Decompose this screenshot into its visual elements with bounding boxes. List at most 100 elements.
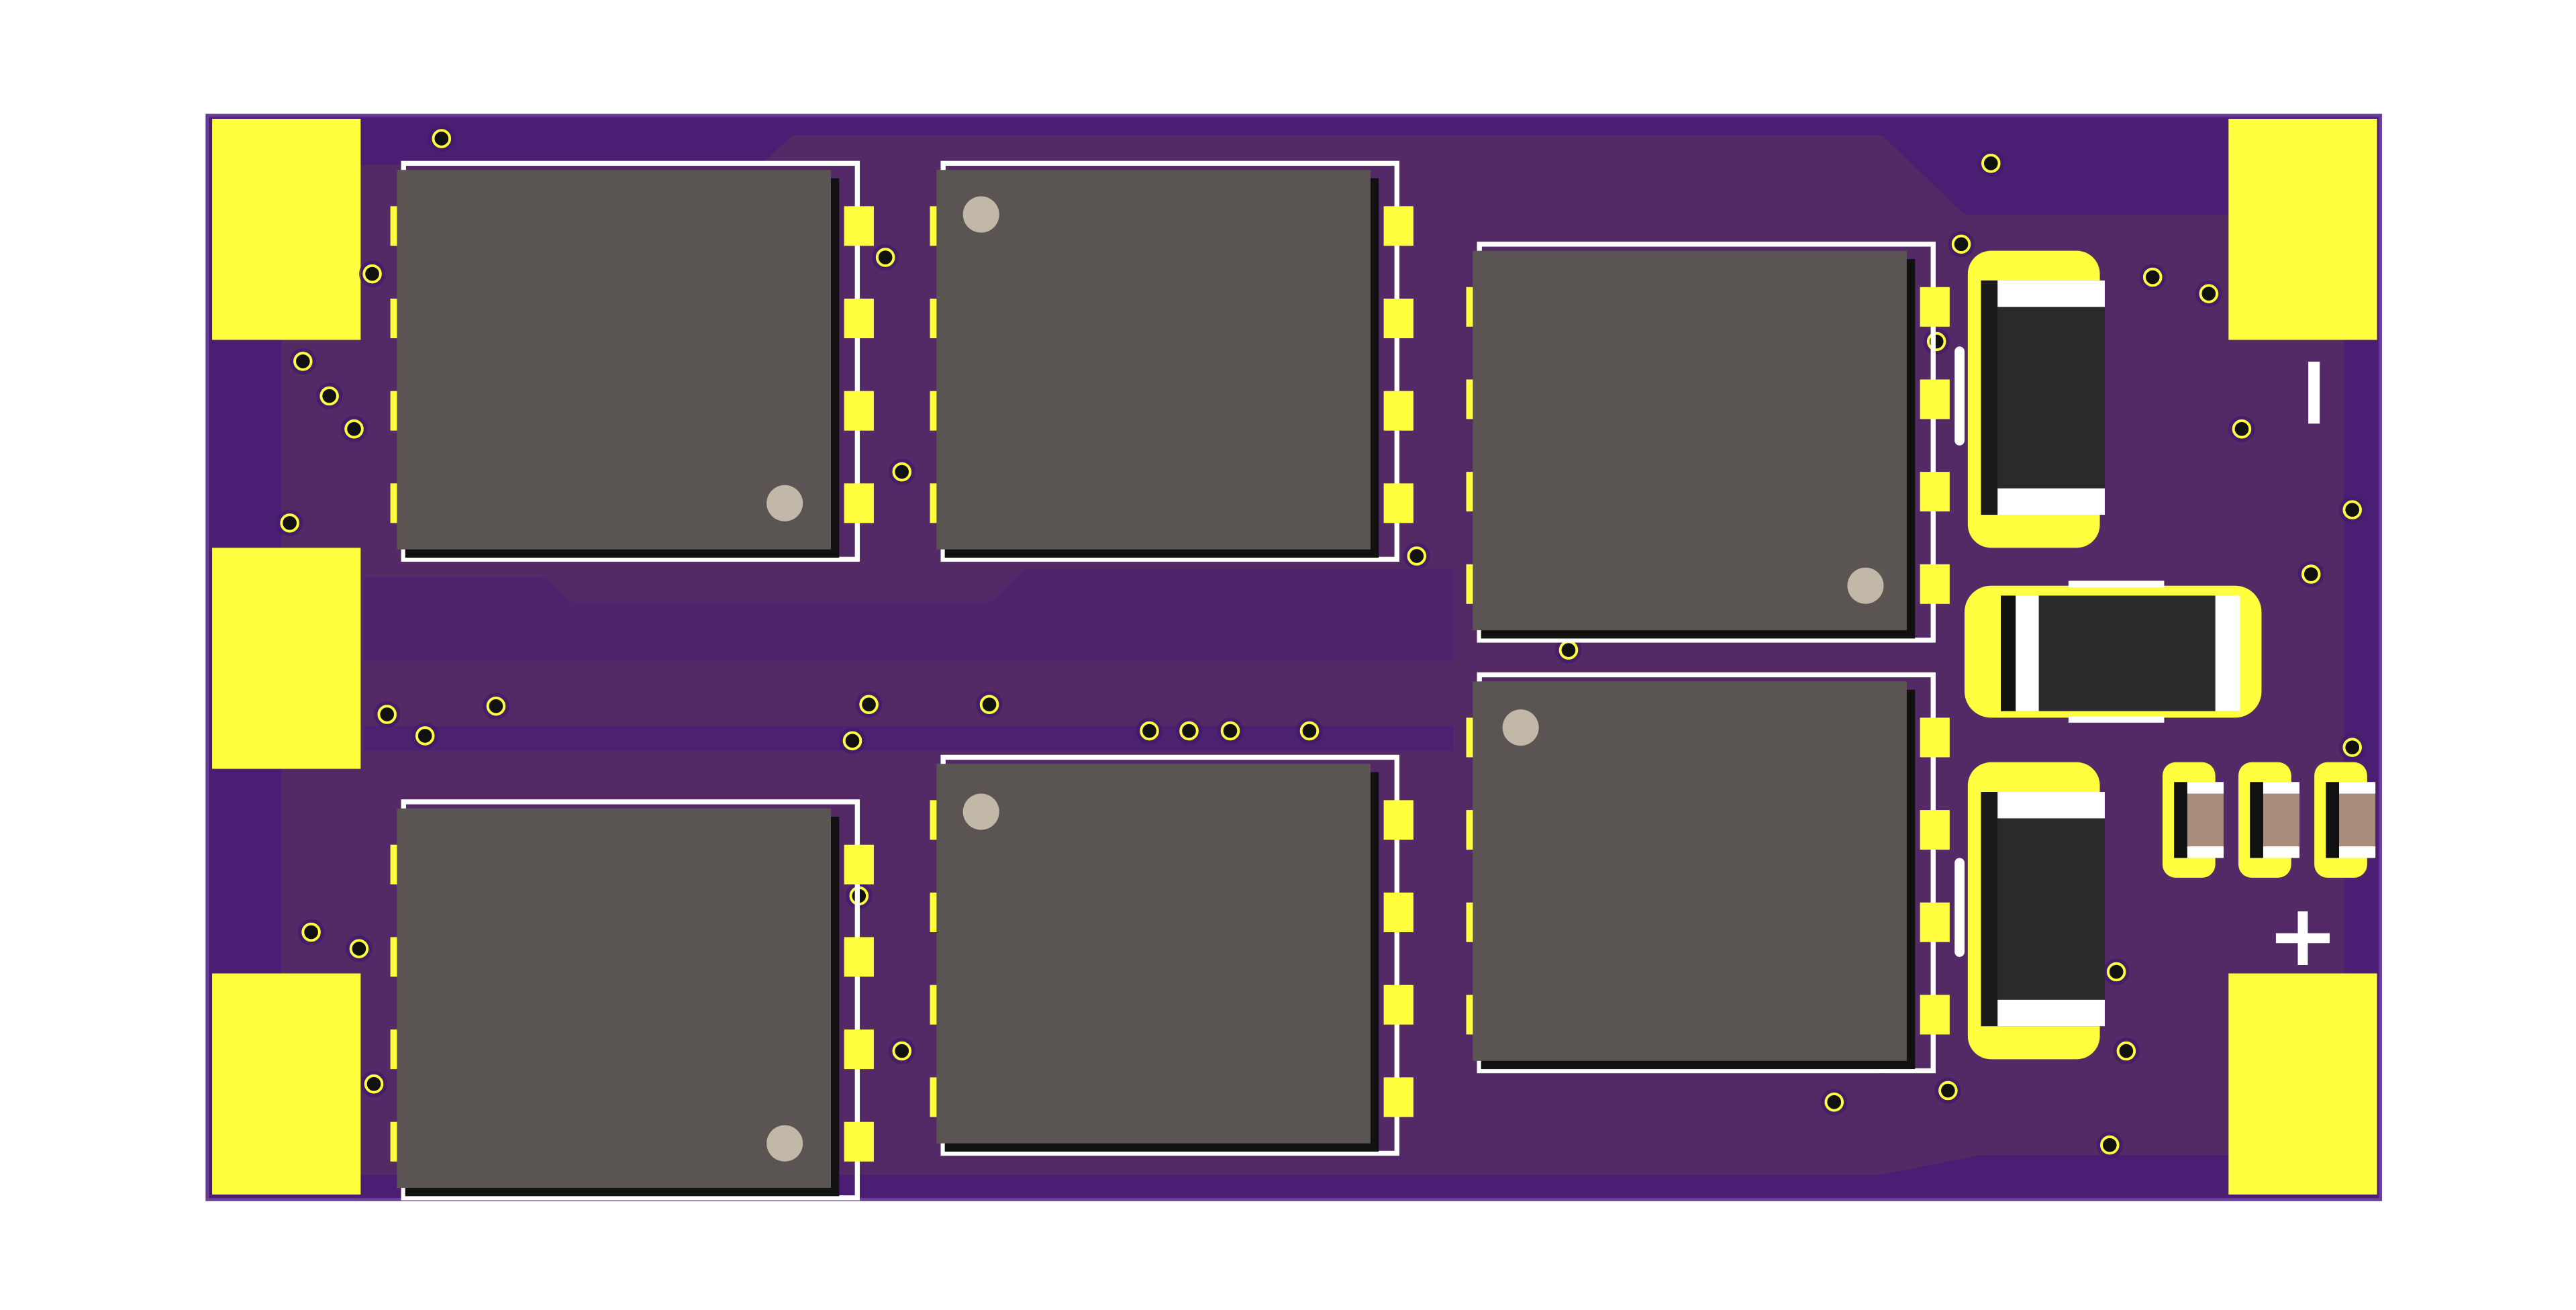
terminal-pads	[212, 119, 2377, 1195]
silkscreen-mark	[2068, 715, 2165, 723]
ic-package	[390, 160, 874, 562]
pin1-marker	[766, 1125, 803, 1162]
via	[875, 248, 895, 267]
ic-body	[936, 170, 1371, 550]
terminal-cap	[2263, 846, 2300, 858]
ic-pin-pad	[844, 1121, 874, 1162]
ic-body	[397, 170, 832, 550]
via	[2116, 1041, 2136, 1061]
vias	[276, 125, 2366, 1158]
ic-pin-pad	[1383, 1077, 1414, 1117]
terminal-cap	[1997, 792, 2105, 819]
ic-pin-pad	[1383, 800, 1414, 840]
via	[2100, 1135, 2120, 1155]
via	[2301, 564, 2321, 584]
pin1-marker	[962, 793, 999, 830]
via	[1951, 234, 1971, 254]
part-edge	[2250, 782, 2263, 858]
ic-pin-pad	[844, 844, 874, 885]
ic-pin-pad	[1383, 391, 1414, 431]
ic-pin-pad	[1920, 902, 1950, 942]
via	[1299, 721, 1320, 741]
ic-pin-pad	[1920, 564, 1950, 604]
via	[2142, 267, 2163, 287]
via	[859, 695, 879, 715]
via	[344, 419, 364, 439]
via	[979, 695, 999, 715]
via	[892, 1041, 911, 1061]
ic-body	[397, 808, 832, 1189]
pin1-marker	[962, 196, 999, 233]
part-edge	[2326, 782, 2340, 858]
ic-pin-pad	[1920, 472, 1950, 512]
inductor-body	[1981, 792, 2105, 1027]
ic-package	[1466, 242, 1950, 643]
ic-packages	[390, 160, 1950, 1201]
ic-package	[930, 754, 1414, 1156]
via	[1981, 154, 2001, 173]
silkscreen-positive-label: +	[2267, 886, 2338, 986]
via	[362, 264, 382, 284]
ic-body	[1473, 681, 1907, 1061]
ic-pin-pad	[1383, 298, 1414, 338]
ic-pin-pad	[844, 206, 874, 246]
via	[2232, 419, 2252, 439]
part-edge	[2001, 595, 2016, 711]
ic-pin-pad	[1920, 995, 1950, 1035]
via	[293, 352, 313, 371]
trace-channel	[364, 725, 1453, 751]
part-edge	[2174, 782, 2187, 858]
via	[2342, 738, 2362, 757]
via	[1140, 721, 1159, 741]
ic-pin-pad	[844, 483, 874, 523]
silkscreen-mark	[2068, 581, 2165, 588]
via	[486, 696, 506, 716]
ic-pin-pad	[1383, 893, 1414, 933]
ic-pin-pad	[1920, 717, 1950, 758]
ic-body	[1473, 250, 1907, 631]
ic-pin-pad	[1920, 287, 1950, 327]
via	[415, 726, 435, 746]
ic-pin-pad	[844, 298, 874, 338]
smd-inductor	[1954, 762, 2105, 1060]
ic-package	[930, 160, 1414, 562]
terminal-cap	[2187, 846, 2224, 858]
terminal-cap	[2339, 782, 2376, 794]
ic-pin-pad	[844, 1029, 874, 1070]
via	[1407, 546, 1427, 566]
via	[364, 1074, 384, 1094]
ic-package	[390, 799, 874, 1201]
via	[2342, 500, 2362, 519]
terminal-cap	[1997, 999, 2105, 1027]
via	[2199, 284, 2219, 303]
terminal-pad	[2228, 973, 2377, 1195]
ic-pin-pad	[1383, 483, 1414, 523]
ic-pin-pad	[844, 391, 874, 431]
resistor-body	[2001, 595, 2240, 711]
terminal-pad	[2228, 119, 2377, 340]
via	[319, 386, 339, 406]
ic-package	[1466, 672, 1950, 1074]
via	[842, 731, 862, 751]
via	[1938, 1080, 1958, 1101]
via	[1824, 1092, 1844, 1112]
ic-pin-pad	[844, 937, 874, 977]
via	[432, 129, 452, 148]
inductor-body	[1981, 280, 2105, 515]
ceramic-capacitor	[2162, 762, 2224, 878]
terminal-cap	[2187, 782, 2224, 794]
silkscreen-mark	[1954, 346, 1965, 446]
part-edge	[1981, 792, 1998, 1027]
ceramic-capacitor	[2238, 762, 2300, 878]
via	[301, 922, 321, 942]
via	[1558, 640, 1579, 660]
via	[349, 939, 369, 958]
via	[377, 705, 397, 724]
trace-channel	[364, 569, 1453, 660]
terminal-pad	[212, 973, 361, 1195]
ic-pin-pad	[1920, 810, 1950, 850]
passive-parts	[1954, 250, 2376, 1060]
smd-resistor	[1964, 581, 2262, 723]
terminal-pad	[212, 119, 361, 340]
